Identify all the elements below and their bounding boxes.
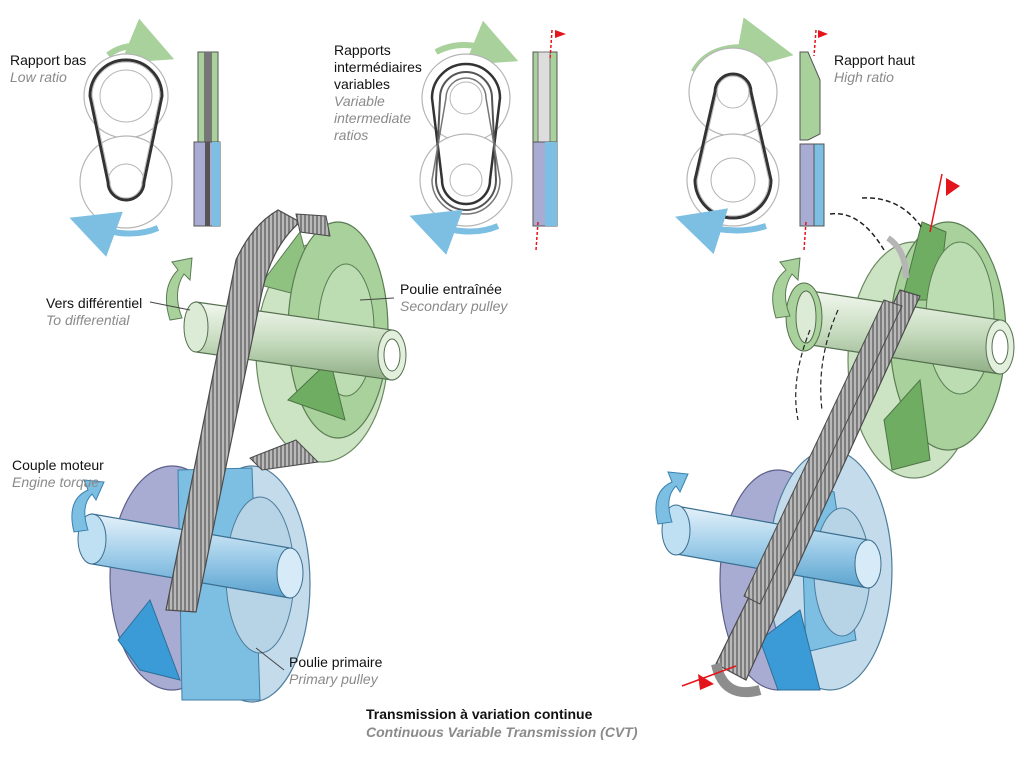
cvt-high-ratio-3d (655, 173, 1015, 698)
caption-en: Continuous Variable Transmission (CVT) (366, 724, 638, 740)
high-ratio-label-fr: Rapport haut (834, 52, 915, 68)
high-ratio-schematic (675, 17, 828, 255)
leader-lines (149, 297, 395, 671)
engine-torque-label-en: Engine torque (12, 474, 100, 490)
low-ratio-schematic (69, 18, 221, 257)
to-differential-label-en: To differential (46, 312, 130, 328)
to-differential-label: Vers différentiel To differential (46, 295, 142, 329)
secondary-pulley-label-en: Secondary pulley (400, 298, 508, 314)
output-rotation-arrow-icon (772, 257, 801, 319)
to-differential-label-fr: Vers différentiel (46, 295, 143, 311)
variable-ratios-label-en: Variable intermediate ratios (334, 93, 412, 143)
low-ratio-label: Rapport bas Low ratio (10, 52, 86, 86)
high-ratio-label-en: High ratio (834, 69, 894, 85)
secondary-pulley-label: Poulie entraînée Secondary pulley (400, 281, 507, 315)
rotation-arrow-icon (434, 20, 519, 66)
drive-belt (165, 209, 331, 613)
variable-ratio-schematic (409, 20, 566, 255)
primary-pulley-label: Poulie primaire Primary pulley (289, 654, 382, 688)
position-marker (681, 173, 960, 690)
drive-belt (711, 289, 921, 698)
input-rotation-arrow-icon (655, 471, 689, 525)
caption-fr: Transmission à variation continue (366, 706, 593, 722)
engine-torque-label: Couple moteur Engine torque (12, 457, 104, 491)
primary-pulley-label-fr: Poulie primaire (289, 654, 383, 670)
secondary-pulley-label-fr: Poulie entraînée (400, 281, 502, 297)
low-ratio-label-en: Low ratio (10, 69, 67, 85)
rotation-arrow-icon (675, 208, 767, 255)
rotation-arrow-icon (69, 211, 160, 257)
high-ratio-label: Rapport haut High ratio (834, 52, 915, 86)
figure-caption: Transmission à variation continue Contin… (366, 705, 637, 741)
output-rotation-arrow-icon (165, 257, 193, 321)
variable-ratios-label: Rapports intermédiaires variables Variab… (334, 42, 422, 144)
rotation-arrow-icon (409, 209, 500, 255)
input-rotation-arrow-icon (71, 479, 105, 533)
engine-torque-label-fr: Couple moteur (12, 457, 104, 473)
low-ratio-label-fr: Rapport bas (10, 52, 87, 68)
rotation-arrow-icon (106, 18, 175, 63)
cvt-low-ratio-3d (71, 209, 407, 703)
variable-ratios-label-fr: Rapports intermédiaires variables (334, 42, 422, 92)
primary-pulley-label-en: Primary pulley (289, 671, 378, 687)
